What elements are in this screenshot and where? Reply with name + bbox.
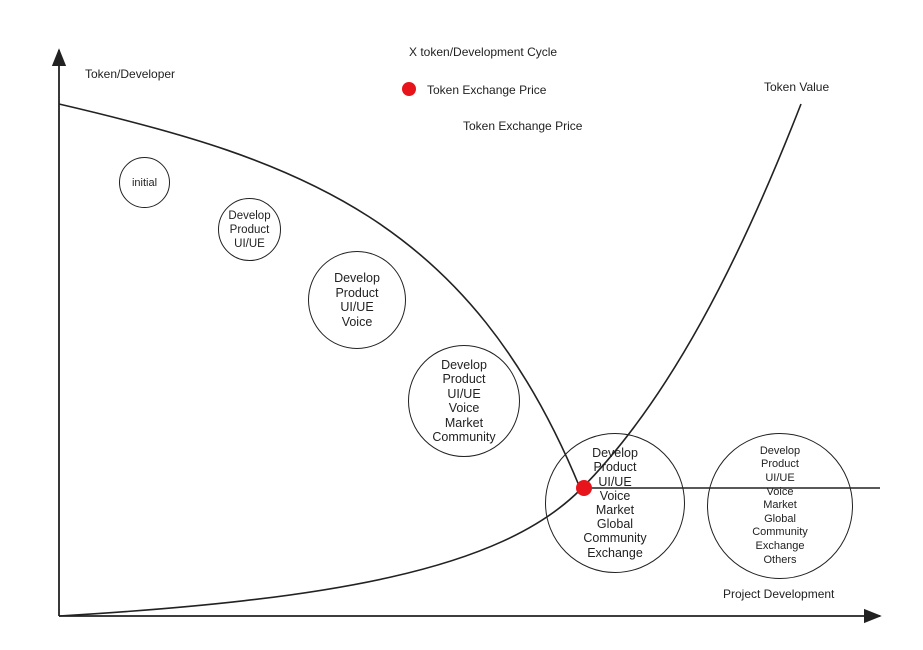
stage-4-lines: Develop Product UI/UE Voice Market Commu… xyxy=(432,358,495,445)
stage-circle-1: initial xyxy=(119,157,170,208)
stage-item: Market xyxy=(444,415,484,430)
stage-item: Develop xyxy=(334,271,380,285)
stage-item: Market xyxy=(595,503,635,517)
stage-item: Others xyxy=(763,553,797,566)
stage-circle-2: Develop Product UI/UE xyxy=(218,198,281,261)
stage-circle-6: Develop Product UI/UE Voice Market Globa… xyxy=(707,433,853,579)
stage-item: UI/UE xyxy=(340,300,374,314)
stage-item: Market xyxy=(763,499,797,512)
stage-item: Voice xyxy=(599,488,631,503)
stage-item: UI/UE xyxy=(234,237,265,250)
stage-item: Community xyxy=(583,531,647,546)
stage-item: UI/UE xyxy=(447,386,481,401)
stage-item: Product xyxy=(442,372,486,386)
legend-label: Token Exchange Price xyxy=(427,83,547,97)
stage-item: Product xyxy=(761,458,799,471)
stage-item: Voice xyxy=(448,401,480,415)
y-axis-label: Token/Developer xyxy=(85,67,176,81)
stage-item: Voice xyxy=(766,485,794,498)
stage-item: Voice xyxy=(341,314,373,329)
token-value-label: Token Value xyxy=(764,80,830,94)
stage-item: Develop xyxy=(441,357,487,372)
stage-item: Develop xyxy=(228,209,271,222)
stage-item: Product xyxy=(335,285,379,300)
stage-1-lines: initial xyxy=(132,176,157,190)
x-axis-label: Project Development xyxy=(723,587,835,601)
stage-circle-4: Develop Product UI/UE Voice Market Commu… xyxy=(408,345,520,457)
stage-item: Global xyxy=(596,517,634,532)
stage-3-lines: Develop Product UI/UE Voice xyxy=(334,271,380,329)
stage-2-lines: Develop Product UI/UE xyxy=(228,209,270,251)
stage-item: UI/UE xyxy=(598,474,632,489)
legend-marker xyxy=(402,82,416,96)
stage-item: Community xyxy=(432,430,496,444)
stage-5-lines: Develop Product UI/UE Voice Market Globa… xyxy=(583,446,646,560)
stage-item: Develop xyxy=(759,444,801,457)
stage-item: Exchange xyxy=(587,545,643,560)
stage-circle-3: Develop Product UI/UE Voice xyxy=(308,251,406,349)
stage-item: Exchange xyxy=(755,539,805,552)
stage-6-lines: Develop Product UI/UE Voice Market Globa… xyxy=(752,445,808,567)
chart-subtitle: Token Exchange Price xyxy=(463,119,583,133)
chart-title: X token/Development Cycle xyxy=(409,45,558,59)
stage-circle-5: Develop Product UI/UE Voice Market Globa… xyxy=(545,433,685,573)
stage-item: Product xyxy=(593,460,637,475)
stage-item: Product xyxy=(229,223,270,236)
stage-item: UI/UE xyxy=(765,472,795,485)
stage-item: Develop xyxy=(592,446,638,461)
stage-item: Community xyxy=(752,526,808,539)
stage-item: Global xyxy=(764,512,796,525)
token-per-developer-curve xyxy=(58,103,581,489)
stage-item: initial xyxy=(131,176,158,189)
